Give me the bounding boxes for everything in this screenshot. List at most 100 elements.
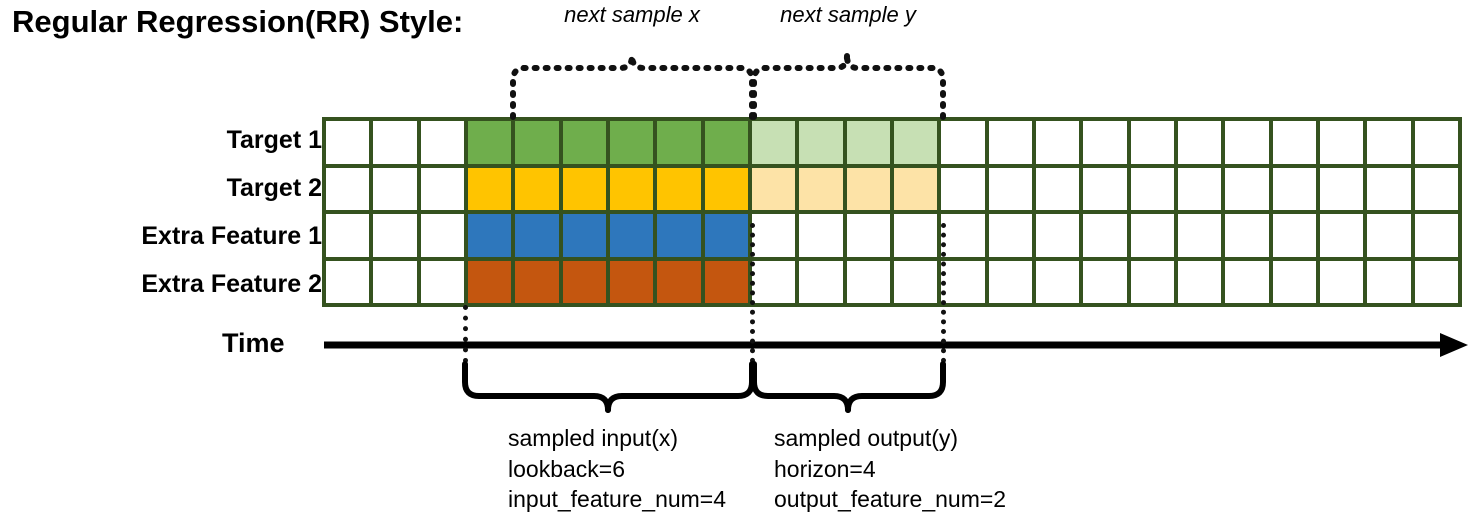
grid-cell-extra-feature-2-3-empty [420,260,464,303]
grid-cell-target-2-2-empty [373,167,417,210]
grid-cell-target-1-5-input [515,121,559,164]
grid-cell-extra-feature-1-23-empty [1367,214,1411,257]
grid-cell-extra-feature-2-21-empty [1272,260,1316,303]
grid-cell-target-1-22-empty [1319,121,1364,164]
grid-cell-target-1-23-empty [1367,121,1411,164]
grid-cell-target-1-12-output [846,121,890,164]
grid-cell-target-2-18-empty [1130,167,1174,210]
grid-cell-target-1-16-empty [1035,121,1080,164]
grid-cell-extra-feature-1-19-empty [1177,214,1222,257]
grid-cell-target-1-10-output [751,121,796,164]
grid-cell-extra-feature-1-11-empty [799,214,843,257]
grid-cell-extra-feature-2-10-empty [751,260,796,303]
caption-sampled-input-line-2: lookback=6 [508,455,625,482]
grid-cell-target-2-11-output [799,167,843,210]
grid-cell-target-2-13-output [893,167,938,210]
brace-label-next-sample-y: next sample y [780,2,916,27]
grid-cell-target-2-20-empty [1225,167,1269,210]
grid-cell-extra-feature-1-24-empty [1414,214,1458,257]
grid-cell-extra-feature-1-6-input [562,214,606,257]
grid-cell-extra-feature-2-13-empty [893,260,938,303]
grid-cell-target-2-15-empty [988,167,1032,210]
grid-cell-target-1-4-input [467,121,512,164]
grid-cell-extra-feature-2-22-empty [1319,260,1364,303]
brace-label-next-sample-x: next sample x [564,2,700,27]
caption-sampled-input-line-1: sampled input(x) [508,425,679,451]
grid-row-target-1 [326,121,1458,164]
grid-cell-target-2-12-output [846,167,890,210]
grid-cell-target-1-21-empty [1272,121,1316,164]
dashed-guide-output-end [941,223,946,363]
grid-cell-extra-feature-2-18-empty [1130,260,1174,303]
grid-cell-extra-feature-1-14-empty [941,214,985,257]
grid-cell-target-1-6-input [562,121,606,164]
grid-cell-extra-feature-1-18-empty [1130,214,1174,257]
grid-cell-target-1-3-empty [420,121,464,164]
grid-cell-target-2-14-empty [941,167,985,210]
grid-cell-extra-feature-1-10-empty [751,214,796,257]
row-label-target-2: Target 2 [226,174,322,202]
grid-cell-target-2-24-empty [1414,167,1458,210]
grid-cell-extra-feature-1-8-input [657,214,701,257]
grid-cell-extra-feature-1-1-empty [326,214,370,257]
grid-cell-target-1-14-empty [941,121,985,164]
grid-cell-target-2-17-empty [1083,167,1127,210]
grid-cell-target-2-1-empty [326,167,370,210]
dashed-guide-input-start [463,305,468,363]
grid-cell-target-2-8-input [657,167,701,210]
grid-cell-target-2-19-empty [1177,167,1222,210]
grid-cell-extra-feature-2-4-input [467,260,512,303]
caption-sampled-output: sampled output(y) horizon=4 output_featu… [774,423,1006,515]
caption-sampled-input-line-3: input_feature_num=4 [508,486,727,513]
caption-sampled-output-line-2: horizon=4 [774,455,876,482]
grid-cell-extra-feature-1-22-empty [1319,214,1364,257]
grid-cell-target-2-10-output [751,167,796,210]
grid-cell-extra-feature-1-2-empty [373,214,417,257]
grid-cell-extra-feature-1-9-input [704,214,748,257]
grid-cell-extra-feature-2-20-empty [1225,260,1269,303]
grid-cell-target-1-24-empty [1414,121,1458,164]
row-label-extra-feature-1: Extra Feature 1 [141,222,322,250]
grid-cell-extra-feature-2-9-input [704,260,748,303]
grid-cell-extra-feature-2-8-input [657,260,701,303]
grid-cell-target-2-6-input [562,167,606,210]
grid-cell-extra-feature-2-11-empty [799,260,843,303]
grid-cell-target-1-11-output [799,121,843,164]
grid-cell-extra-feature-1-7-input [609,214,654,257]
timeseries-grid [322,117,1462,307]
grid-cell-target-1-15-empty [988,121,1032,164]
grid-cell-extra-feature-2-12-empty [846,260,890,303]
grid-cell-extra-feature-1-20-empty [1225,214,1269,257]
grid-cell-extra-feature-2-1-empty [326,260,370,303]
time-axis-label: Time [222,328,285,358]
grid-cell-extra-feature-2-2-empty [373,260,417,303]
grid-cell-extra-feature-2-24-empty [1414,260,1458,303]
grid-cell-target-1-8-input [657,121,701,164]
grid-cell-target-1-19-empty [1177,121,1222,164]
dashed-guide-input-end [750,223,755,363]
grid-cell-target-1-20-empty [1225,121,1269,164]
row-label-extra-feature-2: Extra Feature 2 [141,270,322,298]
grid-cell-extra-feature-1-17-empty [1083,214,1127,257]
grid-cell-target-2-7-input [609,167,654,210]
grid-cell-target-2-16-empty [1035,167,1080,210]
grid-cell-extra-feature-1-13-empty [893,214,938,257]
grid-cell-extra-feature-2-19-empty [1177,260,1222,303]
caption-sampled-input: sampled input(x) lookback=6 input_featur… [508,423,726,515]
grid-cell-extra-feature-1-5-input [515,214,559,257]
grid-cell-target-2-9-input [704,167,748,210]
grid-cell-target-1-7-input [609,121,654,164]
grid-cell-extra-feature-2-14-empty [941,260,985,303]
grid-cell-target-2-21-empty [1272,167,1316,210]
grid-cell-target-1-2-empty [373,121,417,164]
grid-cell-extra-feature-1-12-empty [846,214,890,257]
grid-cell-extra-feature-2-15-empty [988,260,1032,303]
grid-cell-target-2-23-empty [1367,167,1411,210]
grid-cell-extra-feature-2-5-input [515,260,559,303]
grid-cell-extra-feature-1-3-empty [420,214,464,257]
row-label-target-1: Target 1 [226,126,322,154]
grid-cell-extra-feature-1-15-empty [988,214,1032,257]
grid-cell-target-2-3-empty [420,167,464,210]
page-title: Regular Regression(RR) Style: [12,4,464,39]
